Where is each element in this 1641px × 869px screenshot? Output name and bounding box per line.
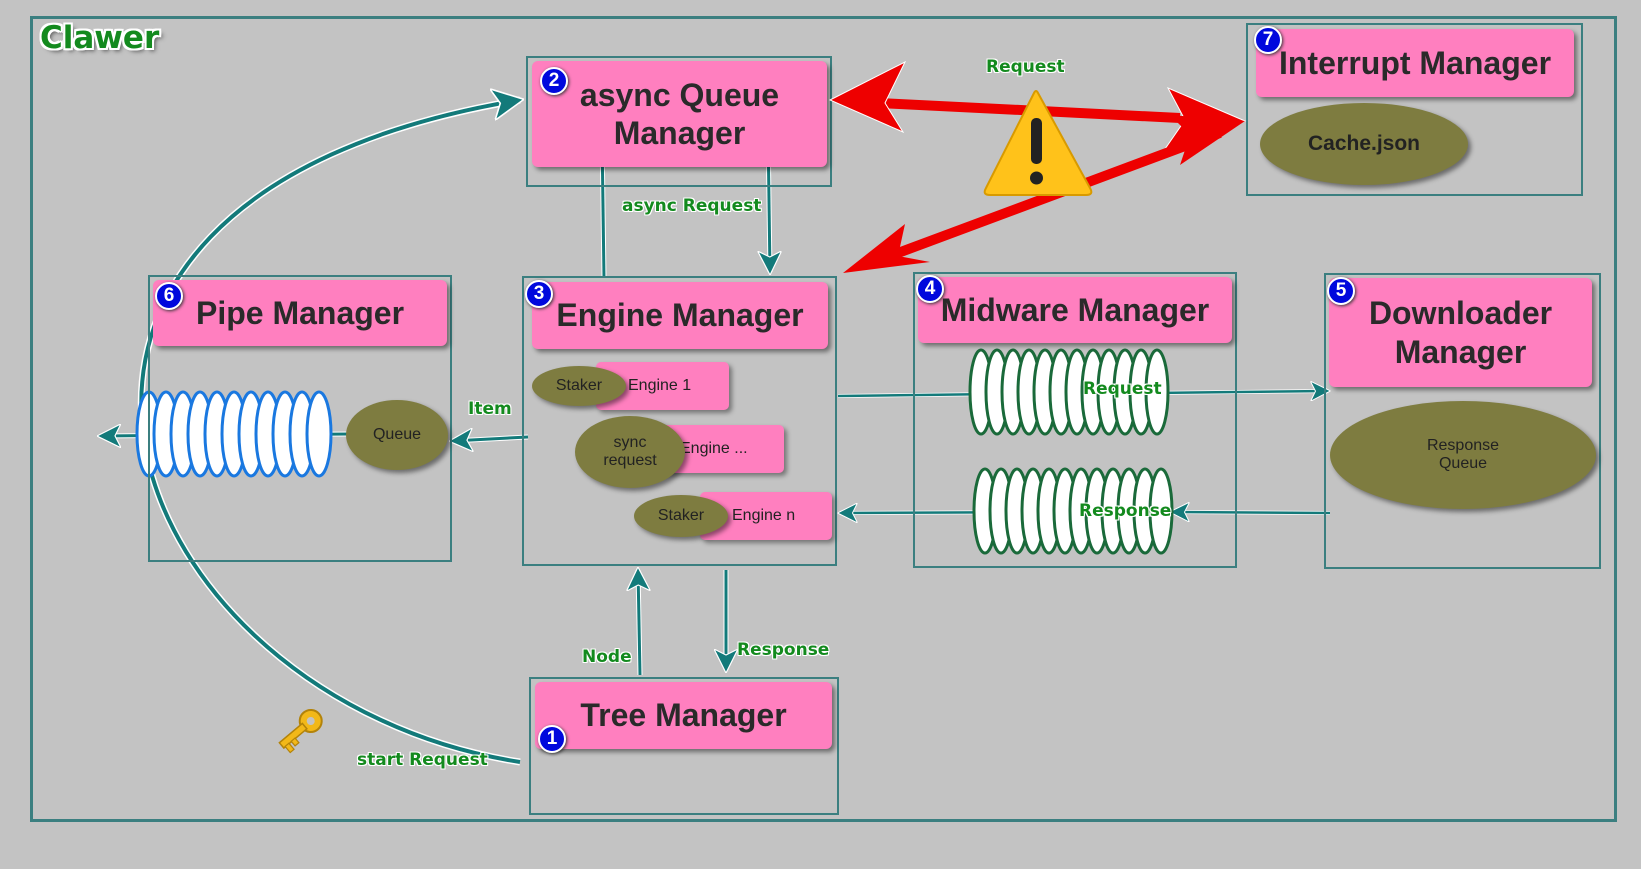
interrupt-manager-header: Interrupt Manager bbox=[1256, 29, 1574, 97]
midware-request-coil bbox=[968, 348, 1170, 436]
response-queue-line2: Queue bbox=[1438, 455, 1488, 472]
downloader-manager-number-badge: 5 bbox=[1327, 277, 1355, 305]
sync-request-oval: sync request bbox=[575, 416, 685, 488]
engine-n-label: Engine n bbox=[732, 507, 796, 524]
interrupt-manager-panel bbox=[1246, 23, 1583, 196]
start-request-label: start Request bbox=[357, 750, 488, 770]
engine-manager-panel bbox=[522, 276, 837, 566]
interrupt-manager-number-badge: 7 bbox=[1254, 26, 1282, 54]
pipe-queue-oval: Queue bbox=[346, 400, 448, 470]
downloader-manager-panel bbox=[1324, 273, 1601, 569]
downloader-manager-title-line2: Manager bbox=[1394, 333, 1527, 370]
pipe-manager-number-badge: 6 bbox=[155, 282, 183, 310]
engine-manager-header: Engine Manager bbox=[532, 282, 828, 349]
sync-request-line1: sync bbox=[613, 434, 647, 451]
midware-manager-header: Midware Manager bbox=[918, 277, 1232, 343]
item-label: Item bbox=[468, 399, 512, 419]
diagram-title: Clawer bbox=[40, 20, 160, 56]
queue-manager-number-badge: 2 bbox=[540, 67, 568, 95]
async-request-label: async Request bbox=[622, 196, 762, 216]
sync-request-line2: request bbox=[603, 452, 657, 469]
cache-json-oval: Cache.json bbox=[1260, 103, 1468, 185]
response-queue-line1: Response bbox=[1426, 437, 1500, 454]
response-queue-oval: Response Queue bbox=[1330, 401, 1596, 509]
node-label: Node bbox=[582, 647, 632, 667]
queue-manager-title-line2: Manager bbox=[613, 115, 746, 151]
downloader-manager-header: Downloader Manager bbox=[1329, 278, 1592, 387]
interrupt-request-label: Request bbox=[986, 57, 1065, 77]
engine-ellipsis-label: Engine ... bbox=[680, 440, 748, 457]
pipe-manager-header: Pipe Manager bbox=[153, 280, 447, 346]
response-label: Response bbox=[737, 640, 830, 660]
midware-manager-number-badge: 4 bbox=[916, 275, 944, 303]
midware-manager-panel bbox=[913, 272, 1237, 568]
tree-manager-header: Tree Manager bbox=[535, 682, 832, 749]
engine-1-label: Engine 1 bbox=[628, 377, 692, 394]
queue-manager-header: async Queue Manager bbox=[532, 61, 827, 167]
queue-manager-title-line1: async Queue bbox=[579, 76, 780, 113]
staker-1-oval: Staker bbox=[532, 366, 626, 406]
midware-response-label: Response bbox=[1079, 501, 1172, 521]
engine-manager-number-badge: 3 bbox=[525, 280, 553, 308]
tree-manager-number-badge: 1 bbox=[538, 725, 566, 753]
downloader-manager-title-line1: Downloader bbox=[1368, 295, 1553, 332]
midware-response-coil bbox=[972, 467, 1174, 555]
staker-2-oval: Staker bbox=[634, 495, 728, 537]
midware-request-label: Request bbox=[1083, 379, 1162, 399]
clawer-frame bbox=[30, 16, 1617, 822]
tree-manager-panel bbox=[529, 677, 839, 815]
pipe-manager-panel bbox=[148, 275, 452, 562]
